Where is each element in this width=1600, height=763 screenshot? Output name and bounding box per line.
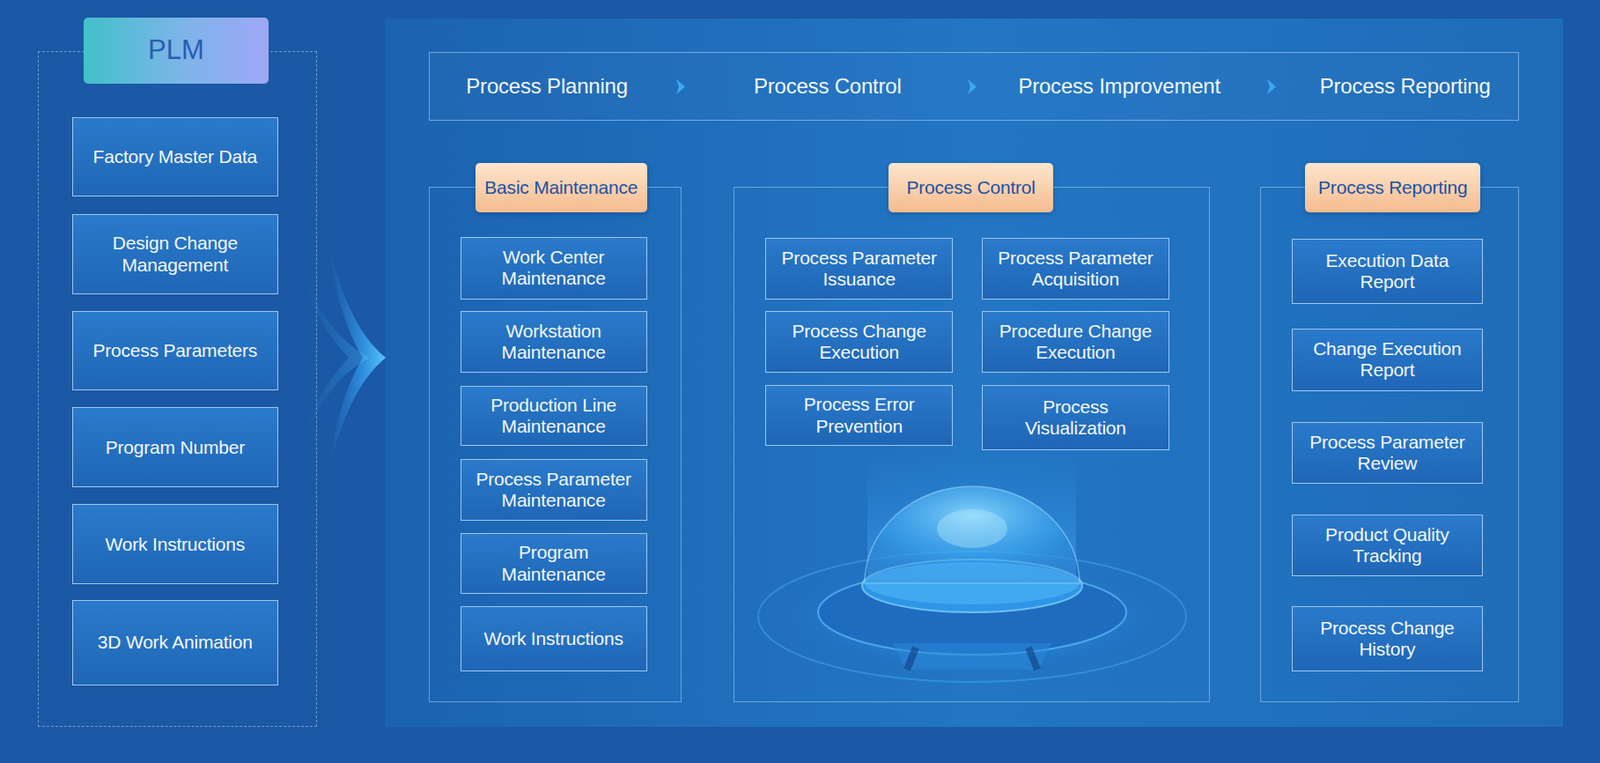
function-box: Workstation Maintenance xyxy=(460,310,648,373)
plm-group: PLMFactory Master DataDesign Change Mana… xyxy=(37,51,318,727)
box-label: Process Parameter Maintenance xyxy=(471,468,636,511)
function-box: Work Instructions xyxy=(460,605,648,671)
box-label: Process Visualization xyxy=(993,396,1158,439)
function-box: Program Number xyxy=(72,406,279,488)
function-box: Process Error Prevention xyxy=(765,384,953,447)
main-panel xyxy=(384,18,1564,727)
box-label: Process Error Prevention xyxy=(776,393,942,436)
function-box: Process Parameter Maintenance xyxy=(460,458,648,521)
function-box: Process Parameter Issuance xyxy=(765,237,953,300)
module-group: Process ControlProcess Parameter Issuanc… xyxy=(733,186,1210,702)
function-box: 3D Work Animation xyxy=(72,599,279,686)
box-label: Process Parameter Acquisition xyxy=(993,247,1158,290)
box-label: Program Number xyxy=(105,436,245,458)
box-label: Program Maintenance xyxy=(471,541,636,584)
phase-bar: Process PlanningProcess ControlProcess I… xyxy=(428,51,1520,121)
box-label: Work Instructions xyxy=(483,627,623,649)
box-label: Process Change History xyxy=(1303,617,1472,660)
module-group: Basic MaintenanceWork Center Maintenance… xyxy=(428,186,682,702)
function-box: Procedure Change Execution xyxy=(981,310,1170,373)
group-heading: Basic Maintenance xyxy=(475,162,648,213)
box-label: Factory Master Data xyxy=(93,146,258,168)
box-label: Execution Data Report xyxy=(1303,250,1472,293)
phase-label: Process Control xyxy=(695,52,960,120)
function-box: Design Change Management xyxy=(72,213,279,295)
phase-label: Process Reporting xyxy=(1273,52,1538,120)
function-box: Program Maintenance xyxy=(460,532,648,595)
box-label: Work Instructions xyxy=(105,533,245,555)
box-label: 3D Work Animation xyxy=(97,631,253,653)
function-box: Execution Data Report xyxy=(1291,238,1483,304)
box-label: Change Execution Report xyxy=(1303,338,1472,381)
function-box: Work Instructions xyxy=(72,503,279,585)
function-box: Process Visualization xyxy=(981,384,1170,450)
function-box: Change Execution Report xyxy=(1291,328,1483,391)
group-heading: Process Reporting xyxy=(1305,162,1481,213)
phase-label: Process Planning xyxy=(414,52,679,120)
box-label: Process Parameter Issuance xyxy=(776,247,942,290)
group-heading: Process Control xyxy=(888,162,1054,213)
group-heading: PLM xyxy=(83,17,270,83)
box-label: Workstation Maintenance xyxy=(471,320,636,363)
module-group: Process ReportingExecution Data ReportCh… xyxy=(1260,186,1519,702)
box-label: Process Parameters xyxy=(92,339,258,362)
box-label: Production Line Maintenance xyxy=(471,394,636,437)
function-box: Production Line Maintenance xyxy=(460,385,648,446)
box-label: Product Quality Tracking xyxy=(1303,523,1472,567)
function-box: Process Parameters xyxy=(72,310,279,391)
box-label: Procedure Change Execution xyxy=(993,320,1158,363)
function-box: Factory Master Data xyxy=(72,117,279,197)
function-box: Process Parameter Review xyxy=(1291,421,1483,485)
function-box: Process Change Execution xyxy=(765,310,953,373)
function-box: Product Quality Tracking xyxy=(1291,514,1483,576)
box-label: Work Center Maintenance xyxy=(471,246,636,289)
function-box: Work Center Maintenance xyxy=(460,236,648,300)
box-label: Process Parameter Review xyxy=(1303,431,1472,474)
phase-label: Process Improvement xyxy=(987,52,1252,120)
function-box: Process Change History xyxy=(1291,605,1483,671)
platform-illustration xyxy=(758,453,1187,682)
box-label: Design Change Management xyxy=(83,232,267,275)
function-box: Process Parameter Acquisition xyxy=(981,237,1170,300)
box-label: Process Change Execution xyxy=(776,320,942,363)
flow-arrow-glow xyxy=(299,264,370,451)
